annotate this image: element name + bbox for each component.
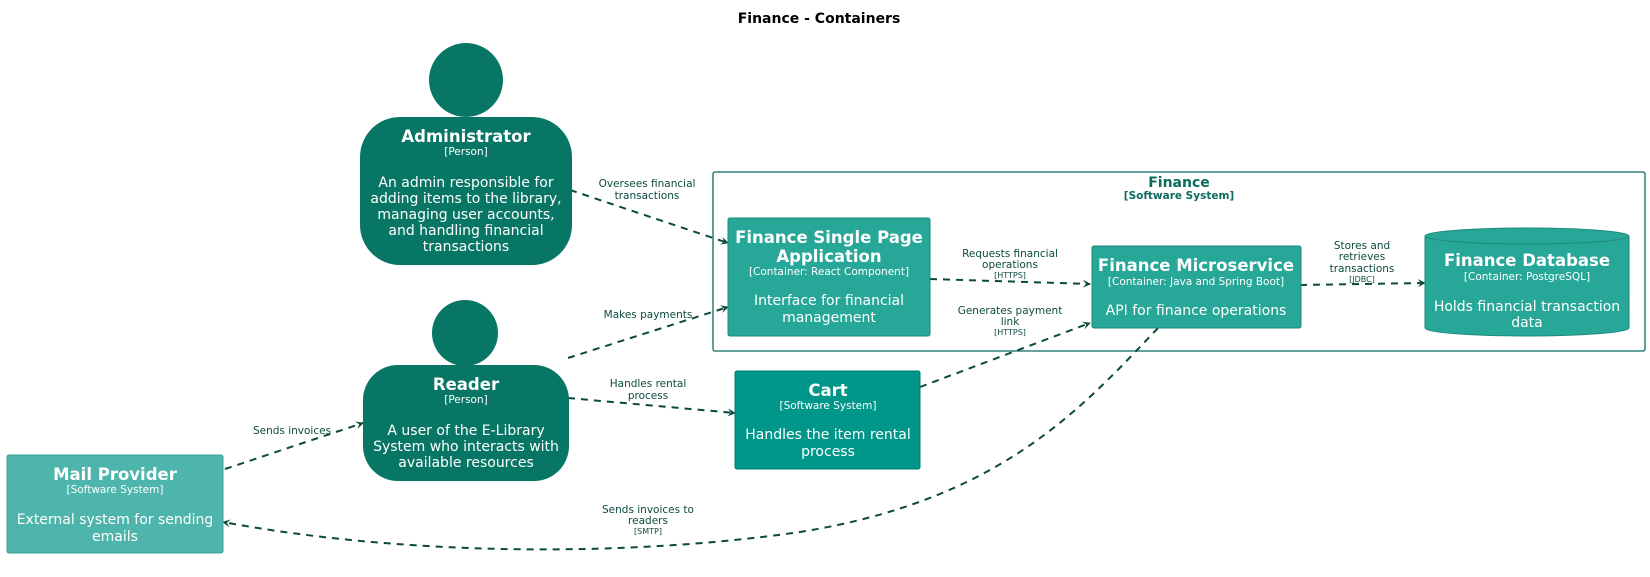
administrator-desc-4: and handling financial (388, 223, 543, 239)
spa-desc-1: Interface for financial (754, 293, 904, 309)
relation-mail-reader (224, 421, 364, 470)
mail-box (6, 454, 224, 554)
label-cart-micro-2: link (1001, 316, 1020, 328)
diagram-title: Finance - Containers (738, 11, 901, 27)
label-admin-spa-1: Oversees financial (599, 178, 696, 190)
label-micro-db-1: Stores and (1334, 240, 1390, 252)
tech-cart-micro: [HTTPS] (994, 328, 1026, 337)
database-cylinder-top (1424, 227, 1630, 245)
label-spa-micro-2: operations (982, 259, 1038, 271)
label-reader-cart-2: process (628, 390, 668, 402)
mail-type: [Software System] (67, 484, 164, 496)
database-cylinder-body (1424, 235, 1630, 337)
reader-desc-2: System who interacts with (373, 439, 559, 455)
tech-spa-micro: [HTTPS] (994, 271, 1026, 280)
mail-name: Mail Provider (53, 465, 178, 484)
cart-desc-2: process (801, 444, 855, 460)
cart-box (734, 370, 921, 470)
relation-micro-db (1299, 279, 1426, 288)
label-mail-reader: Sends invoices (253, 425, 331, 437)
microservice-name: Finance Microservice (1098, 256, 1294, 275)
label-micro-db-2: retrieves (1339, 251, 1386, 263)
tech-micro-mail: [SMTP] (634, 527, 662, 536)
administrator-type: [Person] (444, 146, 487, 158)
tech-micro-db: [JDBC] (1349, 275, 1375, 284)
label-micro-mail-2: readers (628, 515, 668, 527)
person-head-icon (432, 300, 498, 366)
microservice-desc: API for finance operations (1106, 303, 1287, 319)
person-reader[interactable]: Reader [Person] A user of the E-Library … (363, 300, 569, 481)
label-spa-micro-1: Requests financial (962, 248, 1058, 260)
label-cart-micro-1: Generates payment (958, 305, 1063, 317)
system-cart[interactable]: Cart [Software System] Handles the item … (734, 370, 921, 470)
container-finance-database[interactable]: Finance Database [Container: PostgreSQL]… (1424, 227, 1630, 337)
container-finance-microservice[interactable]: Finance Microservice [Container: Java an… (1091, 245, 1302, 329)
database-name: Finance Database (1444, 251, 1610, 270)
relation-reader-spa (567, 305, 729, 359)
relation-spa-micro (929, 278, 1091, 288)
reader-type: [Person] (444, 394, 487, 406)
cart-desc-1: Handles the item rental (745, 427, 911, 443)
person-head-icon (429, 43, 503, 117)
spa-name-2: Application (776, 247, 881, 266)
label-micro-db-3: transactions (1330, 263, 1395, 275)
relation-reader-cart (567, 397, 736, 417)
administrator-desc-5: transactions (423, 239, 509, 255)
system-mail-provider[interactable]: Mail Provider [Software System] External… (6, 454, 224, 554)
spa-type: [Container: React Component] (749, 266, 909, 278)
label-micro-mail-1: Sends invoices to (602, 504, 694, 516)
spa-name-1: Finance Single Page (735, 228, 923, 247)
relations (222, 189, 1426, 551)
mail-desc-2: emails (92, 529, 138, 545)
label-reader-spa: Makes payments (604, 309, 693, 321)
boundary-name: Finance (1148, 175, 1210, 191)
cart-type: [Software System] (780, 400, 877, 412)
relation-admin-spa (569, 189, 729, 245)
person-administrator[interactable]: Administrator [Person] An admin responsi… (360, 43, 572, 265)
relation-micro-mail (222, 327, 1159, 551)
reader-desc-3: available resources (398, 455, 534, 471)
cart-name: Cart (808, 381, 847, 400)
label-reader-cart-1: Handles rental (610, 378, 687, 390)
finance-boundary: Finance [Software System] (712, 171, 1646, 352)
microservice-type: [Container: Java and Spring Boot] (1108, 276, 1284, 288)
administrator-desc-1: An admin responsible for (378, 175, 553, 191)
reader-name: Reader (433, 375, 500, 394)
database-desc-1: Holds financial transaction (1434, 299, 1620, 315)
spa-desc-2: management (782, 310, 876, 326)
administrator-desc-2: adding items to the library, (370, 191, 561, 207)
administrator-desc-3: managing user accounts, (377, 207, 554, 223)
boundary-frame (712, 171, 1646, 352)
label-admin-spa-2: transactions (615, 190, 680, 202)
administrator-name: Administrator (401, 127, 531, 146)
database-type: [Container: PostgreSQL] (1464, 271, 1590, 283)
person-body (363, 365, 569, 481)
relation-labels: Oversees financial transactions Makes pa… (253, 178, 1394, 536)
microservice-box (1091, 245, 1302, 329)
relation-cart-micro (919, 321, 1091, 388)
reader-desc-1: A user of the E-Library (387, 423, 544, 439)
mail-desc-1: External system for sending (17, 512, 214, 528)
person-body (360, 117, 572, 265)
spa-box (727, 217, 931, 337)
boundary-type: [Software System] (1124, 190, 1234, 202)
database-desc-2: data (1511, 315, 1543, 331)
container-finance-spa[interactable]: Finance Single Page Application [Contain… (727, 217, 931, 337)
